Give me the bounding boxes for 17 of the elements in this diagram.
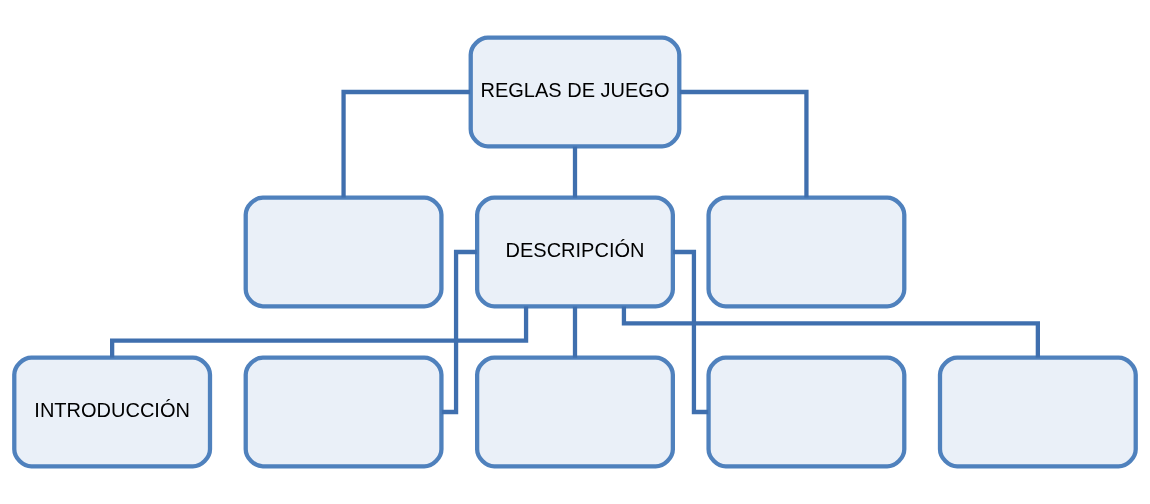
connector — [572, 306, 578, 358]
node-box — [706, 195, 907, 309]
node-box — [706, 355, 907, 469]
connector — [673, 249, 709, 415]
node-box: REGLAS DE JUEGO — [468, 35, 682, 149]
node-box: DESCRIPCIÓN — [475, 195, 675, 309]
connector — [341, 89, 471, 198]
node-box — [937, 355, 1138, 469]
connector — [572, 146, 578, 198]
node-box: INTRODUCCIÓN — [12, 355, 213, 469]
node-box — [475, 355, 675, 469]
node-box — [243, 355, 444, 469]
connector — [110, 306, 529, 358]
node-box — [243, 195, 444, 309]
connector — [441, 249, 477, 415]
connector — [621, 306, 1040, 358]
connector — [679, 89, 809, 198]
